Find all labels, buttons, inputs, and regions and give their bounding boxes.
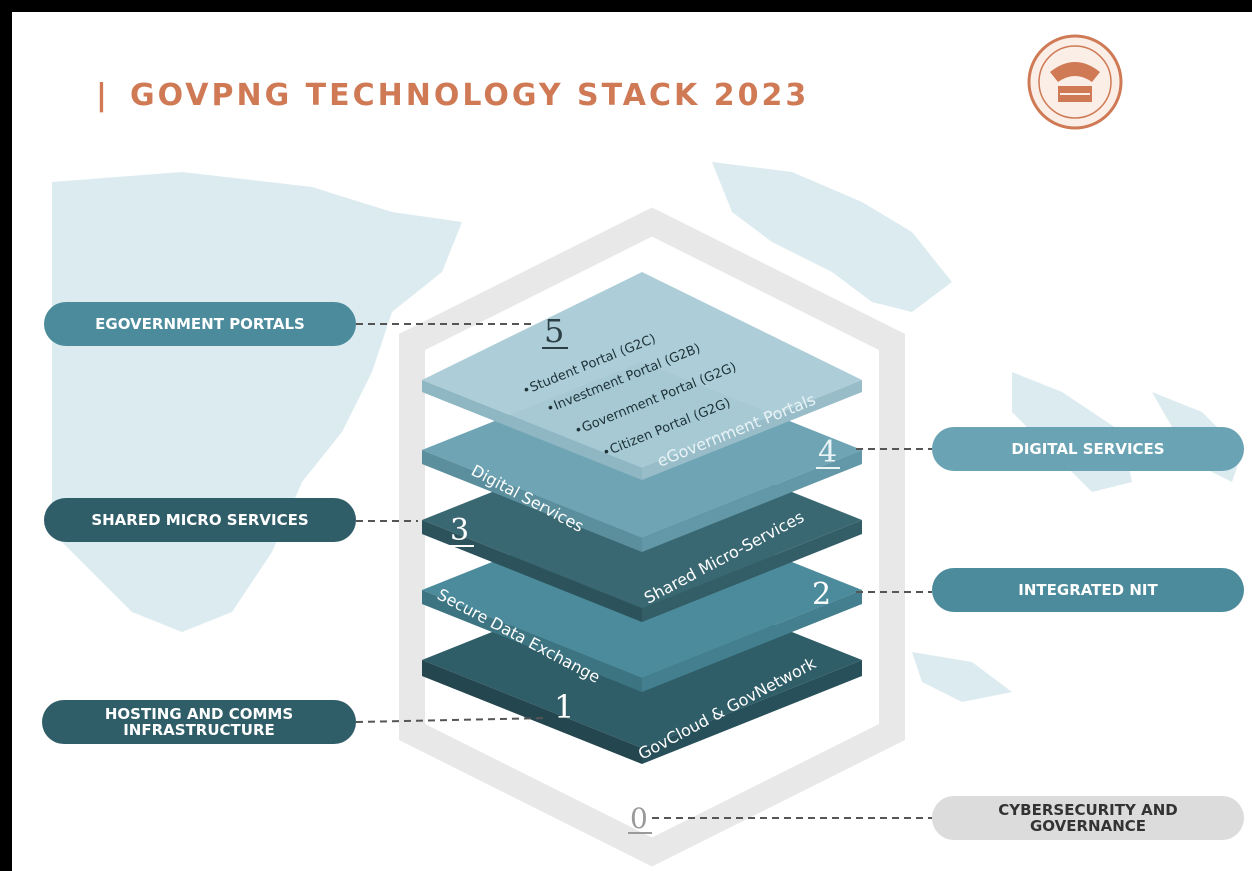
slide: 5 Student Portal (G2C) Investment Portal… (12, 12, 1252, 871)
hexagon-outline (399, 207, 905, 867)
layer-1-number: 1 (554, 688, 574, 726)
callout-shared-micro-services: SHARED MICRO SERVICES (44, 498, 356, 542)
callout-digital-services: DIGITAL SERVICES (932, 427, 1244, 471)
callout-integrated-nit: INTEGRATED NIT (932, 568, 1244, 612)
page-title: |GOVPNG TECHNOLOGY STACK 2023 (96, 78, 810, 113)
connectors (355, 323, 932, 819)
bullet-1: • (524, 381, 529, 397)
layer-0-number: 0 (630, 802, 648, 835)
department-seal-icon (1027, 34, 1123, 130)
callout-egovernment-portals: EGOVERNMENT PORTALS (44, 302, 356, 346)
bullet-2: • (548, 399, 553, 415)
layer-5-number: 5 (544, 312, 564, 350)
bullet-3: • (576, 421, 581, 437)
layer-5 (422, 272, 862, 480)
layer-2-number: 2 (812, 577, 831, 612)
bullet-4: • (604, 443, 609, 459)
layer-4-number: 4 (818, 435, 837, 470)
layer-3-number: 3 (450, 513, 469, 548)
